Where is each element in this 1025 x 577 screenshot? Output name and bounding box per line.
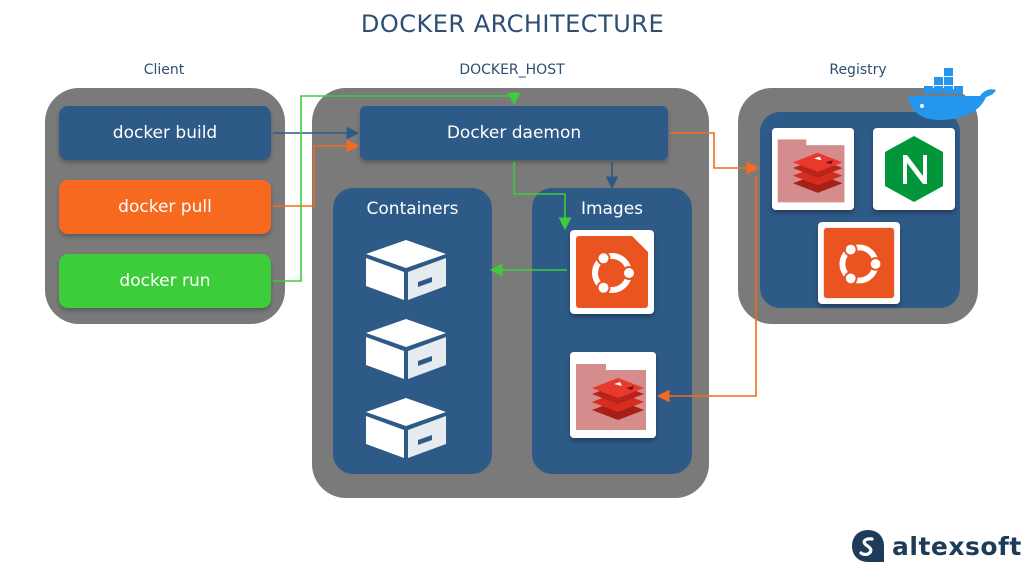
page-title: DOCKER ARCHITECTURE xyxy=(360,10,665,38)
redis-icon xyxy=(570,352,656,438)
docker-run-button[interactable]: docker run xyxy=(59,254,271,308)
containers-title: Containers xyxy=(366,199,459,219)
images-title: Images xyxy=(580,199,644,219)
ubuntu-image-tile[interactable] xyxy=(570,230,654,314)
container-box-icon xyxy=(366,398,446,458)
pull-to-daemon-arrow xyxy=(273,139,360,207)
docker-whale-icon xyxy=(908,68,996,120)
container-box-icon xyxy=(366,319,446,379)
docker-daemon-box: Docker daemon xyxy=(360,106,668,160)
redis-image-tile[interactable] xyxy=(570,352,656,438)
ubuntu-icon xyxy=(576,236,648,308)
altexsoft-logo-icon xyxy=(852,530,884,562)
registry-nginx-tile[interactable] xyxy=(873,128,955,210)
registry-ubuntu-tile[interactable] xyxy=(818,222,900,304)
daemon-to-ubuntu-arrow xyxy=(513,162,572,231)
registry-label: Registry xyxy=(829,62,887,78)
redis-icon xyxy=(772,128,854,210)
brand-name: altexsoft xyxy=(892,532,1022,561)
client-label: Client xyxy=(143,62,185,78)
nginx-icon xyxy=(885,136,943,202)
docker-host-label: DOCKER_HOST xyxy=(459,62,565,78)
registry-to-redis-arrow xyxy=(656,176,757,403)
registry-redis-tile[interactable] xyxy=(772,128,854,210)
run-to-daemon-arrow xyxy=(273,92,521,282)
daemon-to-registry-arrow xyxy=(670,132,760,175)
ubuntu-icon xyxy=(823,227,895,299)
docker-build-button[interactable]: docker build xyxy=(59,106,271,160)
container-box-icon xyxy=(366,240,446,300)
docker-pull-button[interactable]: docker pull xyxy=(59,180,271,234)
